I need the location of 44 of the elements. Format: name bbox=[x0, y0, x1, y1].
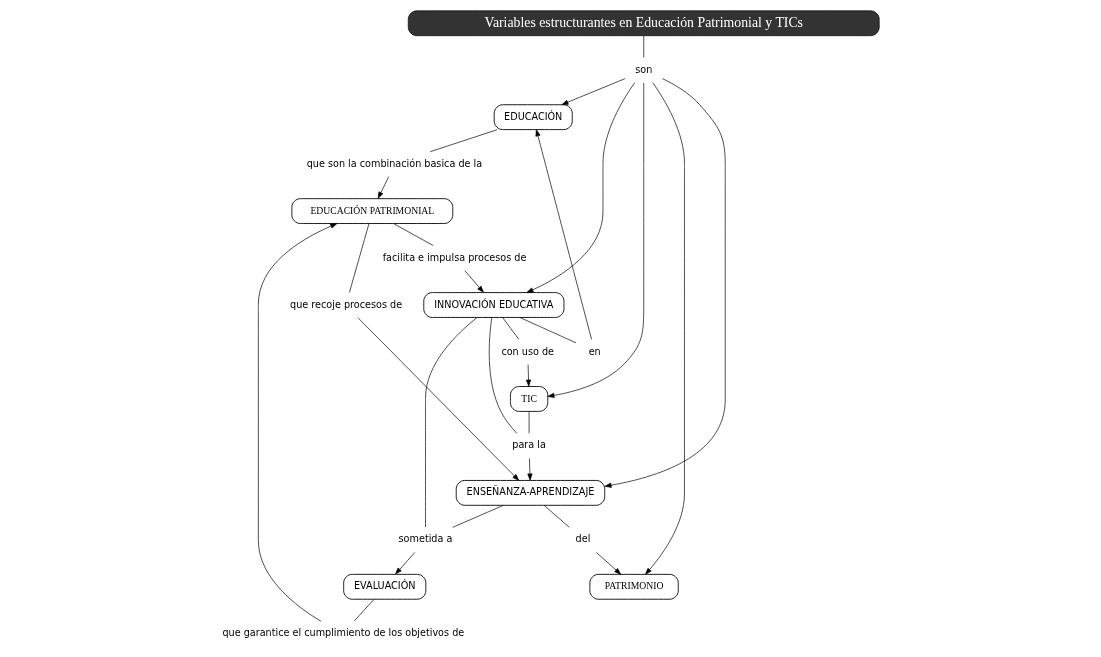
connector bbox=[502, 317, 520, 340]
arrow bbox=[357, 317, 520, 481]
connector bbox=[353, 599, 375, 622]
node-text: son bbox=[635, 63, 653, 75]
node-text: en bbox=[588, 345, 601, 357]
node-text: para la bbox=[512, 439, 546, 451]
node-text: que son la combinación basica de la bbox=[306, 157, 483, 169]
node-box: EDUCACIÓN bbox=[493, 104, 573, 131]
node-text: facilita e impulsa procesos de bbox=[382, 251, 527, 263]
connector bbox=[543, 505, 570, 528]
arrow bbox=[547, 82, 645, 398]
connector bbox=[488, 317, 518, 434]
node-text: del bbox=[575, 533, 591, 545]
connector bbox=[452, 505, 504, 528]
node-box: PATRIMONIO bbox=[589, 573, 679, 600]
node-text: sometida a bbox=[398, 533, 453, 545]
arrow bbox=[596, 552, 622, 575]
connector bbox=[393, 223, 434, 246]
arrow bbox=[526, 82, 636, 293]
arrow bbox=[527, 458, 533, 481]
node-box: TIC bbox=[510, 386, 549, 412]
arrow bbox=[464, 270, 484, 293]
node-text: que garantice el cumplimiento de los objetivos de bbox=[222, 627, 465, 639]
node-text: que recoje procesos de bbox=[290, 298, 403, 310]
node-box: INNOVACIÓN EDUCATIVA bbox=[423, 292, 565, 318]
connector bbox=[643, 35, 645, 58]
arrow bbox=[526, 364, 532, 387]
connector bbox=[429, 129, 498, 153]
arrow bbox=[377, 176, 389, 199]
node-box: EVALUACIÓN bbox=[343, 573, 427, 600]
connector bbox=[519, 317, 577, 344]
connector bbox=[528, 411, 530, 434]
node-box: Variables estructurantes en Educación Patrimonial y TICs bbox=[407, 10, 880, 37]
node-box: EDUCACIÓN PATRIMONIAL bbox=[291, 198, 454, 224]
connector bbox=[425, 317, 478, 528]
node-text: con uso de bbox=[501, 345, 555, 357]
arrow bbox=[604, 78, 726, 488]
arrow bbox=[561, 78, 626, 106]
arrow bbox=[645, 82, 685, 575]
arrow bbox=[258, 223, 338, 622]
arrow bbox=[535, 129, 592, 340]
arrow bbox=[395, 552, 416, 575]
node-box: ENSEÑANZA-APRENDIZAJE bbox=[455, 480, 606, 506]
connector bbox=[349, 223, 370, 293]
